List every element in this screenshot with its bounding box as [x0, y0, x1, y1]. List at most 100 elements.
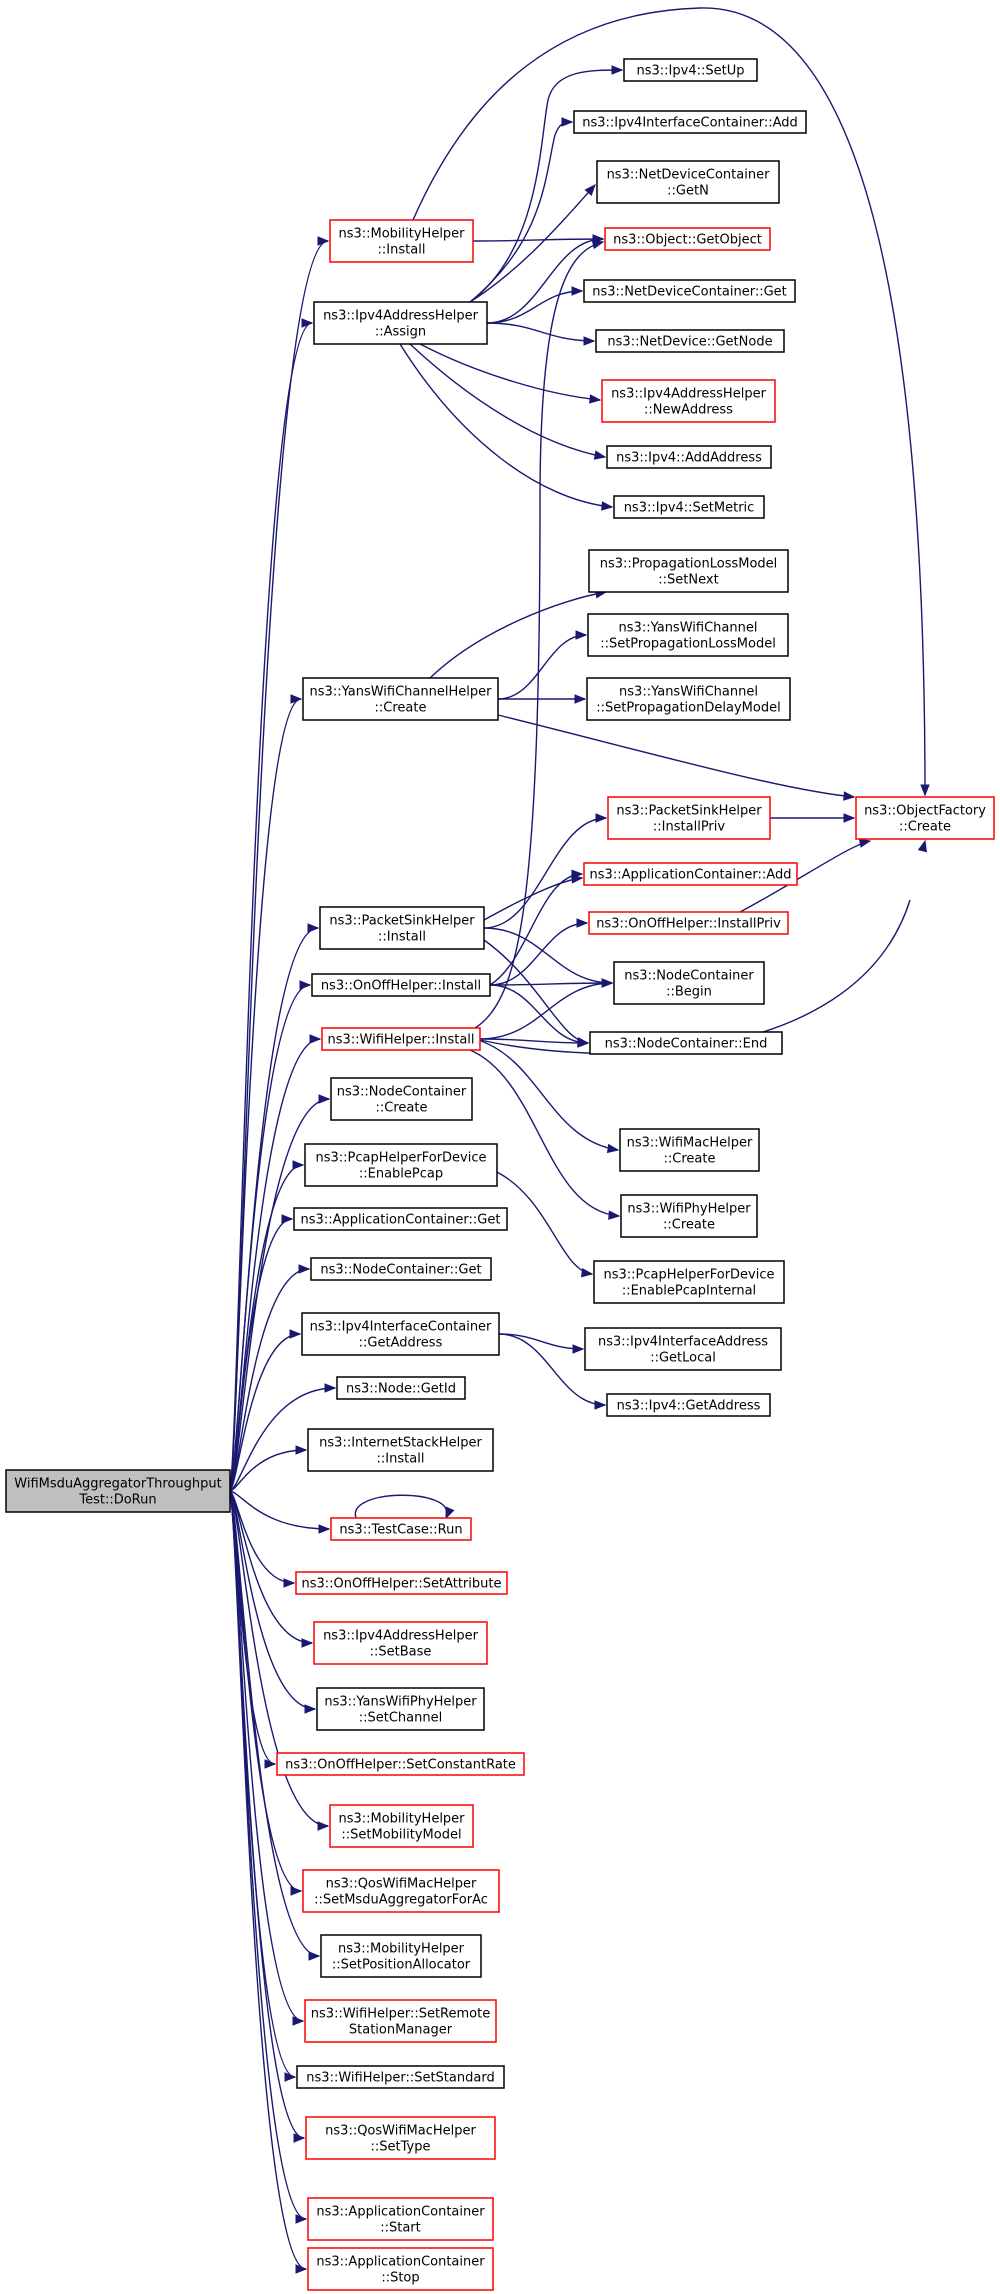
edge-arrowhead — [580, 1267, 594, 1278]
function-node-wmh-create[interactable]: ns3::WifiMacHelper::Create — [619, 1128, 760, 1172]
node-label-line: ::Create — [376, 1101, 428, 1116]
edge-line — [229, 240, 329, 1492]
edge-ywch_create-to-objfactory_create — [497, 714, 856, 801]
call-nodes: WifiMsduAggregatorThroughputTest::DoRunn… — [5, 58, 995, 2291]
function-node-nc-begin[interactable]: ns3::NodeContainer::Begin — [613, 961, 765, 1005]
function-node-qwmh-setmsdu[interactable]: ns3::QosWifiMacHelper::SetMsduAggregator… — [302, 1869, 500, 1913]
function-node-mob-setposalloc[interactable]: ns3::MobilityHelper::SetPositionAllocato… — [320, 1934, 482, 1978]
node-label-line: ns3::InternetStackHelper — [319, 1436, 482, 1451]
function-node-nd-getnode[interactable]: ns3::NetDevice::GetNode — [595, 329, 785, 353]
function-node-ywc-setloss[interactable]: ns3::YansWifiChannel::SetPropagationLoss… — [587, 613, 789, 657]
edge-line — [486, 322, 595, 342]
node-box — [601, 379, 776, 423]
function-node-ndc-get[interactable]: ns3::NetDeviceContainer::Get — [583, 279, 796, 303]
function-node-ipv4ic-add[interactable]: ns3::Ipv4InterfaceContainer::Add — [573, 110, 807, 134]
node-box — [313, 301, 488, 345]
function-node-ywph-setchannel[interactable]: ns3::YansWifiPhyHelper::SetChannel — [316, 1687, 485, 1731]
edge-arrowhead — [317, 1821, 330, 1831]
function-node-ipv4addr-assign[interactable]: ns3::Ipv4AddressHelper::Assign — [313, 301, 488, 345]
edge-arrowhead — [292, 1160, 305, 1170]
edge-ipv4addr_assign-to-ndc_getn — [469, 183, 596, 303]
function-node-qwmh-settype[interactable]: ns3::QosWifiMacHelper::SetType — [305, 2116, 496, 2160]
node-box — [587, 613, 789, 657]
function-node-ooh-setattribute[interactable]: ns3::OnOffHelper::SetAttribute — [295, 1571, 508, 1595]
function-node-psh-installpriv[interactable]: ns3::PacketSinkHelper::InstallPriv — [607, 796, 771, 840]
function-node-nc-end[interactable]: ns3::NodeContainer::End — [589, 1031, 783, 1055]
function-node-ac-stop[interactable]: ns3::ApplicationContainer::Stop — [307, 2247, 494, 2291]
function-node-plm-setnext[interactable]: ns3::PropagationLossModel::SetNext — [588, 549, 789, 593]
edge-root-to-ooh_install — [229, 980, 312, 1492]
function-node-ooh-install[interactable]: ns3::OnOffHelper::Install — [311, 973, 491, 997]
function-node-mob-install[interactable]: ns3::MobilityHelper::Install — [329, 219, 474, 263]
function-node-objfactory-create[interactable]: ns3::ObjectFactory::Create — [855, 796, 995, 840]
function-node-nc-get[interactable]: ns3::NodeContainer::Get — [310, 1257, 492, 1281]
node-box — [311, 973, 491, 997]
function-node-ipv4-setup[interactable]: ns3::Ipv4::SetUp — [623, 58, 758, 82]
node-box — [589, 1031, 783, 1055]
function-node-ywc-setdelay[interactable]: ns3::YansWifiChannel::SetPropagationDela… — [586, 677, 791, 721]
edge-arrowhead — [920, 784, 930, 797]
function-node-ipv4-getaddress[interactable]: ns3::Ipv4::GetAddress — [606, 1393, 771, 1417]
edge-arrowhead — [290, 1886, 303, 1896]
node-label-line: ::SetPositionAllocator — [332, 1958, 471, 1973]
edge-line — [229, 1490, 307, 2270]
edge-wh_install-to-obj_getobject — [474, 239, 605, 1029]
function-node-phfd-enablepcap[interactable]: ns3::PcapHelperForDevice::EnablePcap — [304, 1143, 498, 1187]
edge-line — [229, 1490, 329, 1827]
edge-ooh_installpriv-to-objfactory_create — [739, 838, 872, 913]
node-label-line: ::SetBase — [370, 1645, 432, 1660]
node-label-line: ns3::NodeContainer — [337, 1085, 467, 1100]
function-node-ac-start[interactable]: ns3::ApplicationContainer::Start — [307, 2197, 494, 2241]
function-node-ish-install[interactable]: ns3::InternetStackHelper::Install — [307, 1428, 494, 1472]
function-node-ac-add[interactable]: ns3::ApplicationContainer::Add — [583, 862, 798, 886]
node-label-line: ns3::WifiHelper::Install — [327, 1033, 474, 1048]
edge-arrowhead — [309, 1034, 322, 1044]
function-node-ooh-installpriv[interactable]: ns3::OnOffHelper::InstallPriv — [588, 911, 789, 935]
edge-tc_run-to-tc_run — [354, 1494, 455, 1520]
edge-ipv4addr_assign-to-ipv4_setup — [469, 65, 624, 303]
edge-line — [496, 1171, 593, 1275]
node-box — [293, 1207, 508, 1231]
edge-line — [229, 1387, 336, 1492]
function-node-tc-run[interactable]: ns3::TestCase::Run — [330, 1517, 472, 1541]
function-node-ipv4-addaddress[interactable]: ns3::Ipv4::AddAddress — [606, 445, 772, 469]
node-label-line: ns3::Object::GetObject — [613, 233, 762, 248]
function-node-phfd-enablepcapinternal[interactable]: ns3::PcapHelperForDevice::EnablePcapInte… — [593, 1260, 785, 1304]
function-node-psh-install[interactable]: ns3::PacketSinkHelper::Install — [319, 906, 485, 950]
edge-arrowhead — [611, 65, 624, 75]
function-node-ac-get[interactable]: ns3::ApplicationContainer::Get — [293, 1207, 508, 1231]
function-node-node-getid[interactable]: ns3::Node::GetId — [336, 1376, 466, 1400]
node-label-line: ns3::OnOffHelper::InstallPriv — [596, 917, 781, 932]
function-node-ipv4-setmetric[interactable]: ns3::Ipv4::SetMetric — [613, 495, 765, 519]
function-node-wh-setstandard[interactable]: ns3::WifiHelper::SetStandard — [296, 2065, 505, 2089]
node-box — [313, 1621, 488, 1665]
edge-ooh_install-to-ooh_installpriv — [489, 918, 589, 986]
node-box — [319, 906, 485, 950]
function-node-nc-create[interactable]: ns3::NodeContainer::Create — [330, 1077, 473, 1121]
node-box — [304, 1143, 498, 1187]
node-box — [584, 1327, 782, 1371]
node-label-line: ::SetNext — [658, 573, 718, 588]
edge-arrowhead — [324, 1383, 337, 1393]
function-node-wh-install[interactable]: ns3::WifiHelper::Install — [321, 1027, 481, 1051]
function-node-wph-create[interactable]: ns3::WifiPhyHelper::Create — [620, 1194, 758, 1238]
function-node-ywch-create[interactable]: ns3::YansWifiChannelHelper::Create — [302, 677, 499, 721]
function-node-ipv4ia-getlocal[interactable]: ns3::Ipv4InterfaceAddress::GetLocal — [584, 1327, 782, 1371]
function-node-ndc-getn[interactable]: ns3::NetDeviceContainer::GetN — [596, 160, 780, 204]
function-node-ipv4ic-getaddress[interactable]: ns3::Ipv4InterfaceContainer::GetAddress — [301, 1312, 500, 1356]
function-node-obj-getobject[interactable]: ns3::Object::GetObject — [604, 227, 771, 251]
node-label-line: ::Stop — [381, 2271, 419, 2286]
function-node-mob-setmobilitymodel[interactable]: ns3::MobilityHelper::SetMobilityModel — [329, 1804, 474, 1848]
node-label-line: ::EnablePcap — [359, 1167, 443, 1182]
edge-line — [479, 982, 613, 1040]
edge-line — [477, 1039, 619, 1151]
edge-line — [483, 939, 589, 1044]
function-node-ooh-setconstantrate[interactable]: ns3::OnOffHelper::SetConstantRate — [276, 1752, 525, 1776]
node-box — [588, 549, 789, 593]
node-label-line: ::SetType — [371, 2140, 431, 2155]
node-label-line: Test::DoRun — [78, 1493, 156, 1508]
edge-wh_install-to-nc_end — [479, 1038, 590, 1048]
function-node-ipv4addr-newaddress[interactable]: ns3::Ipv4AddressHelper::NewAddress — [601, 379, 776, 423]
function-node-ipv4addr-setbase[interactable]: ns3::Ipv4AddressHelper::SetBase — [313, 1621, 488, 1665]
